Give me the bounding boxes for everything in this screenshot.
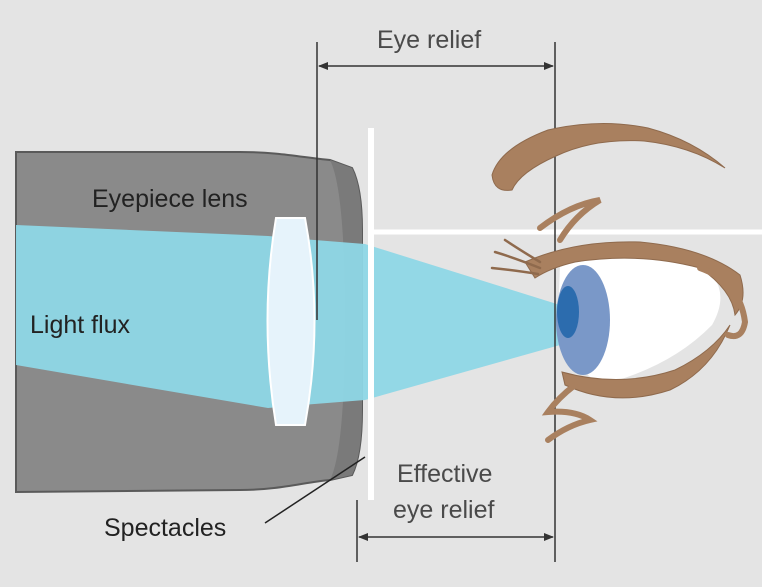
eye-illustration	[490, 122, 749, 443]
cheek-line	[541, 382, 598, 443]
spectacles-pointer	[264, 456, 366, 524]
eyebrow-shape	[491, 122, 726, 191]
eye-relief-label: Eye relief	[377, 26, 482, 54]
effective-eye-relief-label-line1: Effective	[397, 460, 493, 488]
effective-eye-relief-label-line2: eye relief	[393, 496, 495, 524]
upper-lid-crease	[537, 197, 602, 243]
lower-eyelid	[561, 324, 731, 399]
eyepiece-lens-label: Eyepiece lens	[92, 185, 248, 213]
light-flux-label: Light flux	[30, 311, 131, 339]
eyepiece-lens	[266, 217, 316, 426]
pupil	[557, 286, 579, 338]
eyelashes	[490, 238, 542, 276]
upper-eyelid	[524, 241, 744, 317]
spectacles-label: Spectacles	[104, 514, 227, 542]
outer-eye-corner	[697, 265, 749, 340]
